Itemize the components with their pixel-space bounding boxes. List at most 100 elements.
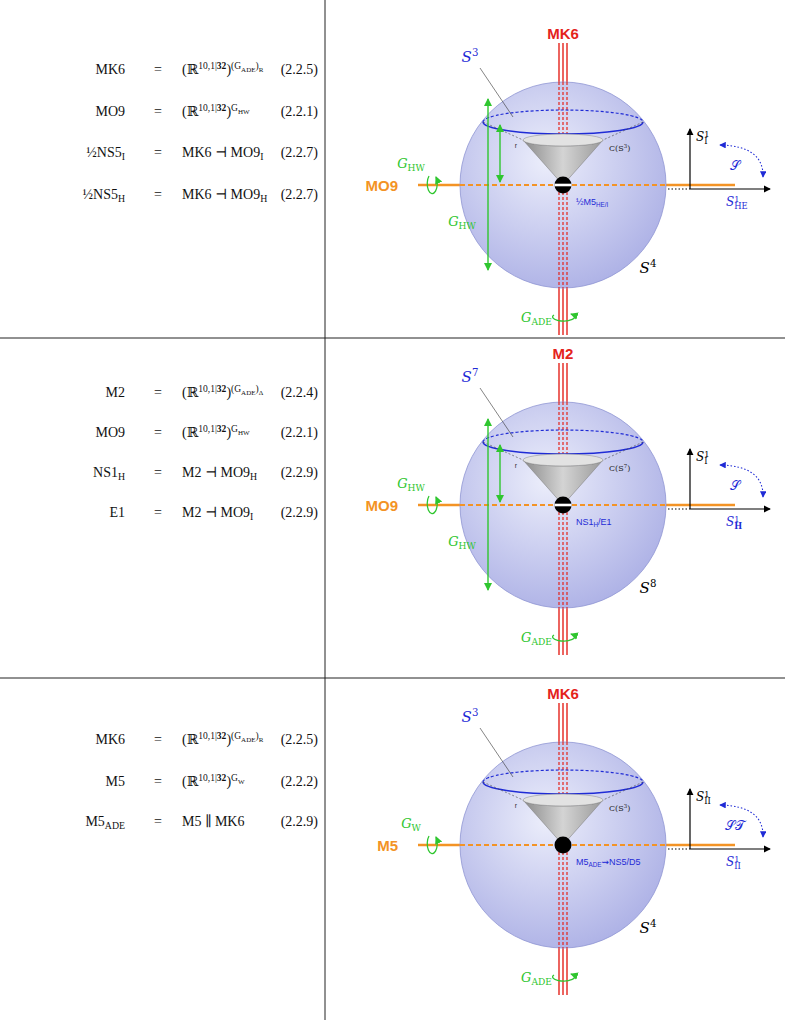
math-text: G — [521, 631, 531, 644]
circle-label: S1HE — [726, 196, 748, 208]
math-text: S — [462, 50, 472, 65]
math-text: ADE — [589, 861, 602, 867]
cone-label: C(S3) — [609, 805, 630, 813]
math-text: = — [154, 386, 162, 400]
divider — [325, 0, 326, 1020]
math-text: MK6 — [95, 733, 125, 747]
math-text: 32 — [217, 774, 227, 784]
math-text: MO9 — [365, 498, 398, 513]
equation-number: (2.2.2) — [281, 775, 318, 789]
sphere-label: S8 — [640, 581, 657, 596]
math-text: HW — [408, 484, 425, 493]
math-text: S — [640, 581, 650, 596]
math-text: (ℝ — [182, 105, 198, 119]
math-text: = — [154, 466, 162, 480]
math-text: (G — [231, 385, 241, 395]
math-text: G — [401, 817, 411, 830]
math-text: (ℝ — [182, 733, 198, 747]
equation-term: M2 ⊣ MO9I — [182, 506, 253, 520]
equation-term: (ℝ10,1|32)(GADE)R — [182, 733, 263, 747]
math-text: C(S — [609, 145, 624, 153]
math-text: (2.2.9) — [281, 815, 318, 829]
latitude-front — [483, 782, 643, 794]
equation-term: = — [154, 775, 162, 789]
math-text: r — [515, 802, 517, 809]
cone-top — [523, 454, 603, 466]
math-text: H — [250, 472, 257, 482]
cone-guide — [603, 782, 643, 800]
green-arrow — [487, 419, 488, 590]
math-text: ) — [226, 386, 231, 400]
equation-term: M5 ∥ MK6 — [182, 815, 244, 829]
green-arrow — [499, 125, 500, 182]
axis — [689, 449, 690, 509]
equation-term: = — [154, 426, 162, 440]
defect-label: NS1H/E1 — [576, 518, 612, 527]
math-text: G — [521, 311, 531, 324]
radius-label: r — [515, 802, 517, 809]
math-text: 10,1| — [198, 62, 217, 72]
math-text: ) — [226, 733, 231, 747]
math-text: (ℝ — [182, 426, 198, 440]
math-text: HW — [459, 542, 476, 551]
math-text: ) — [226, 105, 231, 119]
math-text: ½NS5 — [86, 146, 121, 160]
brane-label: MO9 — [365, 498, 398, 513]
brane-line — [558, 43, 559, 82]
sphere-figure — [418, 43, 770, 335]
green-arrow — [487, 99, 488, 270]
cone-guide — [483, 782, 523, 800]
math-text: 32 — [217, 62, 227, 72]
math-text: MK6 ⊣ MO9 — [182, 146, 260, 160]
math-text: M5 ∥ MK6 — [182, 815, 244, 829]
axis — [689, 129, 690, 189]
math-text: (ℝ — [182, 775, 198, 789]
brane-line — [566, 703, 567, 742]
math-text: 4 — [650, 919, 656, 929]
equation-term: M5 — [106, 775, 125, 789]
math-text: S — [462, 710, 472, 725]
duality-label: 𝒮𝒯 — [725, 819, 745, 832]
equation-number: (2.2.5) — [281, 63, 318, 77]
math-text: NS1 — [576, 518, 594, 527]
cone-guide — [483, 122, 523, 140]
math-text: (G — [231, 62, 241, 72]
math-text: (2.2.7) — [281, 146, 318, 160]
math-text: 10,1| — [198, 425, 217, 435]
math-text: (2.2.5) — [281, 733, 318, 747]
equation-term: = — [154, 466, 162, 480]
math-text: S — [696, 791, 704, 803]
math-text: 4 — [650, 259, 656, 269]
group-label: GHW — [448, 535, 476, 548]
equation-term: MK6 ⊣ MO9I — [182, 146, 263, 160]
math-text: 32 — [217, 104, 227, 114]
math-text: (2.2.7) — [281, 188, 318, 202]
math-text: H — [734, 522, 742, 530]
brane-line — [566, 948, 567, 995]
math-text: = — [154, 188, 162, 202]
math-text: r — [515, 462, 517, 469]
math-text: 3 — [624, 144, 627, 149]
equation-term: ½NS5I — [86, 146, 125, 160]
brane-line — [562, 363, 563, 402]
brane-line — [566, 608, 567, 655]
math-text: MO9 — [95, 105, 125, 119]
orange-line — [666, 184, 735, 187]
brane-line — [558, 363, 559, 402]
equation-term: MK6 ⊣ MO9H — [182, 188, 267, 202]
math-text: ½NS5 — [83, 188, 118, 202]
brane-label: MK6 — [547, 686, 579, 701]
math-text: G — [448, 215, 458, 228]
defect-label: ½M5HE/I — [576, 198, 608, 207]
math-text: 10,1| — [198, 385, 217, 395]
math-text: G — [397, 477, 407, 490]
math-text: HE — [734, 202, 747, 210]
math-text: HW — [238, 109, 250, 116]
dotted-line — [668, 509, 690, 510]
orange-line-dashed — [460, 184, 666, 186]
duality-label: 𝒮 — [730, 159, 740, 172]
sphere-label: S3 — [462, 50, 479, 65]
brane-line — [566, 288, 567, 335]
math-text: 3 — [624, 804, 627, 809]
